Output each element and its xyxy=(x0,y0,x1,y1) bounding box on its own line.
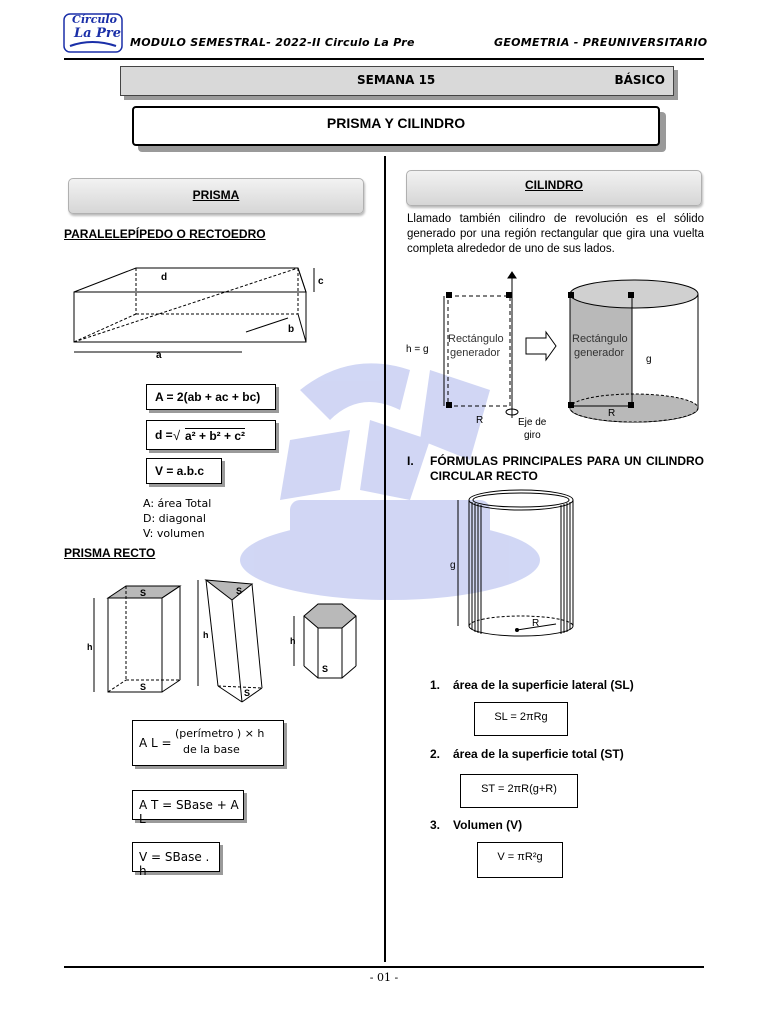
module-title: MODULO SEMESTRAL- 2022-II Circulo La Pre xyxy=(130,36,415,49)
rectoedro-diagram: d c b a xyxy=(73,267,324,361)
section-prisma: PRISMA xyxy=(68,178,364,214)
formula-lateral-cyl: SL = 2πRg xyxy=(474,702,568,736)
cyl-rect-label-2: generador xyxy=(574,347,624,359)
prisma2-s-bottom: S xyxy=(244,688,250,698)
item-3-label: Volumen (V) xyxy=(453,818,523,832)
legend: A: área Total D: diagonal V: volumen xyxy=(143,496,211,541)
page-title-box: PRISMA Y CILINDRO xyxy=(132,106,660,146)
header-rule xyxy=(64,58,704,60)
logo-text-bottom: La Pre xyxy=(74,26,121,41)
cyl-label-R: R xyxy=(532,618,539,629)
legend-area: A: área Total xyxy=(143,497,212,510)
axis-label-2: giro xyxy=(524,430,541,440)
formula-prism-volume-text: V = SBase . h xyxy=(139,850,210,878)
heading-paralelepipedo: PARALELEPÍPEDO O RECTOEDRO xyxy=(64,227,266,241)
label-d: d xyxy=(161,272,167,283)
legend-diagonal: D: diagonal xyxy=(143,512,206,525)
formula-total-cyl-text: ST = 2πR(g+R) xyxy=(481,783,557,795)
prisma3-h: h xyxy=(290,636,296,646)
formula-lateral-area: A L = (perímetro ) × h de la base xyxy=(132,720,284,766)
logo-text-top: Círculo xyxy=(72,13,117,26)
cilindro-intro: Llamado también cilindro de revolución e… xyxy=(407,213,704,255)
rect-label-1: Rectángulo xyxy=(448,333,504,345)
formula-prism-volume: V = SBase . h xyxy=(132,842,220,878)
formula-volume-cyl-text: V = πR²g xyxy=(497,851,543,863)
prisma1-h: h xyxy=(87,642,93,652)
section-cilindro: CILINDRO xyxy=(406,170,702,206)
prisma2-s-top: S xyxy=(236,586,242,596)
label-g: g xyxy=(646,354,652,365)
course-title: GEOMETRIA - PREUNIVERSITARIO xyxy=(494,36,708,49)
label-c: c xyxy=(318,276,324,287)
formula-diagonal-radicand: a² + b² + c² xyxy=(185,428,246,443)
formula-diagonal-prefix: d = xyxy=(155,428,173,442)
heading-prisma-recto: PRISMA RECTO xyxy=(64,546,156,560)
formula-lateral-lhs: A L = xyxy=(139,736,172,750)
formula-area-total: A = 2(ab + ac + bc) xyxy=(146,384,276,410)
label-R-left: R xyxy=(476,415,483,426)
prisma3-s: S xyxy=(322,664,328,674)
footer-rule xyxy=(64,966,704,968)
formula-volume-text: V = a.b.c xyxy=(155,464,205,478)
item-1-label: área de la superficie lateral (SL) xyxy=(453,678,634,692)
formulas-heading-num: I. xyxy=(407,454,414,468)
logo: Círculo La Pre xyxy=(62,12,124,54)
formula-lateral-cyl-text: SL = 2πRg xyxy=(494,711,548,723)
axis-label-1: Eje de xyxy=(518,417,547,428)
item-2-num: 2. xyxy=(430,747,441,761)
prisma1-s-bottom: S xyxy=(140,682,146,692)
formula-total-text: A T = SBase + A L xyxy=(139,798,239,826)
label-h-g: h = g xyxy=(406,344,429,355)
watermark-logo xyxy=(240,363,540,600)
formula-total-area: A T = SBase + A L xyxy=(132,790,244,826)
section-cilindro-label: CILINDRO xyxy=(525,178,583,192)
prisma-recto-diagram: S S h S S h S h xyxy=(87,579,357,703)
prisma2-h: h xyxy=(203,630,209,640)
formulas-heading: FÓRMULAS PRINCIPALES PARA UN CILINDRO CI… xyxy=(430,454,704,483)
formula-lateral-num: (perímetro ) × h xyxy=(175,727,265,740)
cilindro-generation-diagram: h = g Rectángulo generador R Eje de giro… xyxy=(406,271,699,440)
sqrt-symbol: √ xyxy=(173,428,181,443)
week-label: SEMANA 15 xyxy=(357,73,436,87)
formula-diagonal: d = √ a² + b² + c² xyxy=(146,420,276,450)
formula-area-text: A = 2(ab + ac + bc) xyxy=(155,390,261,404)
logo-mark xyxy=(63,13,123,53)
legend-volume: V: volumen xyxy=(143,527,205,540)
formula-lateral-den: de la base xyxy=(183,743,240,756)
rect-label-2: generador xyxy=(450,347,500,359)
column-divider xyxy=(384,156,386,962)
cyl-rect-label-1: Rectángulo xyxy=(572,333,628,345)
page-title: PRISMA Y CILINDRO xyxy=(326,115,466,131)
label-b: b xyxy=(288,324,294,335)
label-a: a xyxy=(156,350,162,361)
cyl-label-g: g xyxy=(450,560,456,571)
formula-volume-cyl: V = πR²g xyxy=(477,842,563,878)
label-R-right: R xyxy=(608,408,615,419)
formula-total-cyl: ST = 2πR(g+R) xyxy=(460,774,578,808)
item-2-label: área de la superficie total (ST) xyxy=(453,747,624,761)
page-number: - 01 - xyxy=(369,971,399,984)
item-3-num: 3. xyxy=(430,818,441,832)
level-label: BÁSICO xyxy=(614,73,665,87)
prisma1-s-top: S xyxy=(140,588,146,598)
formula-volume-box: V = a.b.c xyxy=(146,458,222,484)
week-bar: SEMANA 15 BÁSICO xyxy=(120,66,674,96)
item-1-num: 1. xyxy=(430,678,441,692)
section-prisma-label: PRISMA xyxy=(192,188,240,202)
cilindro-recto-diagram: g R xyxy=(450,489,574,637)
